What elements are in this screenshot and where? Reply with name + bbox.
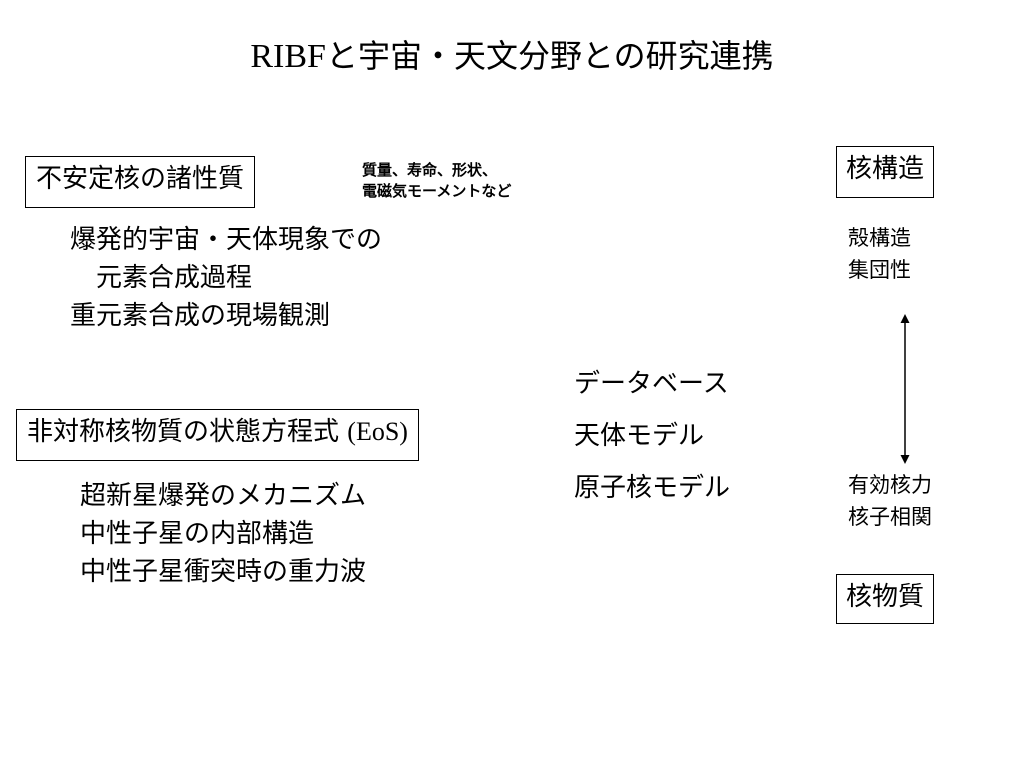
list-item: 元素合成過程 bbox=[96, 263, 253, 293]
list-item: 重元素合成の現場観測 bbox=[70, 301, 331, 331]
list-item: 核子相関 bbox=[848, 505, 932, 529]
nuclear-matter-label: 核物質 bbox=[846, 582, 925, 612]
title-text: と宇宙・天文分野との研究連携 bbox=[325, 37, 774, 75]
model-list: データベース 天体モデル 原子核モデル bbox=[574, 358, 730, 514]
eos-abbrev: (EoS) bbox=[347, 417, 408, 446]
neutron-star-list: 超新星爆発のメカニズム 中性子星の内部構造 中性子星衝突時の重力波 bbox=[80, 477, 366, 591]
properties-note: 質量、寿命、形状、 電磁気モーメントなど bbox=[362, 160, 511, 202]
list-item: 超新星爆発のメカニズム bbox=[80, 481, 367, 511]
unstable-nuclei-properties-label: 不安定核の諸性質 bbox=[36, 164, 245, 194]
list-item: 有効核力 bbox=[848, 473, 932, 497]
title-prefix: RIBF bbox=[250, 38, 326, 75]
nuclear-force-items: 有効核力 核子相関 bbox=[848, 469, 932, 533]
list-item: 中性子星の内部構造 bbox=[80, 519, 315, 549]
list-item: データベース bbox=[574, 369, 729, 399]
nuclear-structure-box: 核構造 bbox=[836, 146, 935, 198]
list-item: 中性子星衝突時の重力波 bbox=[80, 557, 367, 587]
list-item: 天体モデル bbox=[574, 421, 705, 451]
list-item: 集団性 bbox=[848, 258, 911, 282]
nuclear-structure-label: 核構造 bbox=[846, 154, 925, 184]
nuclear-matter-box: 核物質 bbox=[836, 574, 935, 624]
list-item: 爆発的宇宙・天体現象での bbox=[70, 225, 383, 255]
explosive-phenomena-list: 爆発的宇宙・天体現象での 元素合成過程 重元素合成の現場観測 bbox=[70, 221, 382, 335]
nuclear-structure-items: 殻構造 集団性 bbox=[848, 222, 911, 286]
slide-title: RIBFと宇宙・天文分野との研究連携 bbox=[0, 34, 1024, 79]
eos-label: 非対称核物質の状態方程式 bbox=[27, 417, 340, 447]
list-item: 殻構造 bbox=[848, 226, 911, 250]
double-headed-vertical-arrow-icon bbox=[900, 314, 910, 464]
properties-note-line2: 電磁気モーメントなど bbox=[362, 182, 512, 200]
eos-box: 非対称核物質の状態方程式 (EoS) bbox=[16, 409, 419, 461]
properties-note-line1: 質量、寿命、形状、 bbox=[362, 161, 498, 179]
unstable-nuclei-properties-box: 不安定核の諸性質 bbox=[25, 156, 256, 208]
list-item: 原子核モデル bbox=[574, 473, 731, 503]
